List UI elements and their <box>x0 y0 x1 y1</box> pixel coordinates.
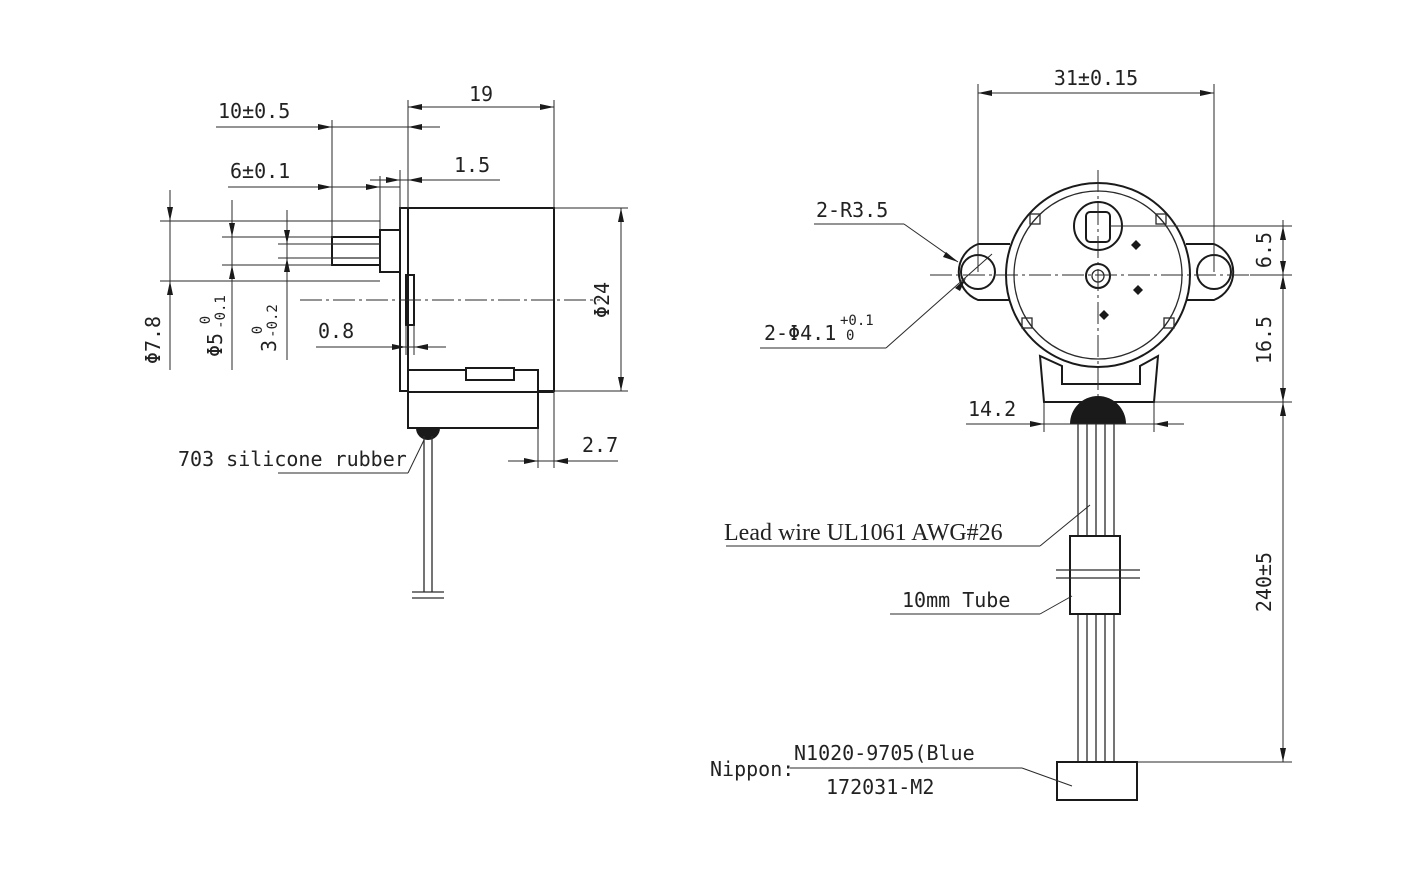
dim-offset: 2.7 <box>582 433 618 457</box>
shaft-tol-upper: 0 <box>198 316 214 324</box>
arrow <box>955 278 966 291</box>
arrow <box>366 184 380 190</box>
arrow <box>386 177 400 183</box>
dim-mount-hole: 2-Φ4.1 <box>764 321 836 345</box>
arrow <box>1280 226 1286 240</box>
arrow <box>978 90 992 96</box>
leader-line <box>1039 595 1073 615</box>
case-clip <box>1021 317 1033 329</box>
arrow <box>284 258 290 272</box>
case-clip <box>1155 213 1167 225</box>
dim-mount-spacing: 31±0.15 <box>1054 66 1138 90</box>
case-clip <box>1163 317 1175 329</box>
label-connector-maker: Nippon: <box>710 757 794 781</box>
arrow <box>618 208 624 222</box>
connector-housing <box>1056 761 1138 801</box>
dim-shaft-length: 10±0.5 <box>218 99 290 123</box>
leader-line <box>885 253 993 349</box>
arrow <box>1280 275 1286 289</box>
dim-overall-length: 19 <box>469 82 493 106</box>
arrow <box>167 207 173 221</box>
shaft-outline <box>331 236 381 266</box>
wire-exit-housing <box>1038 354 1160 403</box>
arrow <box>1280 748 1286 762</box>
rivet <box>1133 285 1143 295</box>
flat-tol-upper: 0 <box>250 326 266 334</box>
silicone-rubber-seal <box>416 428 440 440</box>
rivet <box>1099 310 1109 320</box>
arrow <box>1154 421 1168 427</box>
dim-center-to-bottom: 16.5 <box>1252 316 1276 364</box>
boss-outline <box>379 229 401 273</box>
arrow <box>229 223 235 237</box>
dim-shaft-offset: 6.5 <box>1252 232 1276 268</box>
label-connector-housing: 172031-M2 <box>826 775 934 799</box>
dim-flange-thickness: 0.8 <box>318 319 354 343</box>
arrow <box>1200 90 1214 96</box>
leader-line <box>1021 767 1073 787</box>
dim-mount-radius: 2-R3.5 <box>816 198 888 222</box>
mount-hole-tol-upper: +0.1 <box>840 313 874 329</box>
arrow <box>318 124 332 130</box>
label-lead-wire: Lead wire UL1061 AWG#26 <box>724 520 1003 546</box>
mount-hole-tol-lower: 0 <box>846 328 854 344</box>
housing-clip <box>465 367 515 381</box>
flat-tol-lower: -0.2 <box>265 304 281 338</box>
arrow <box>408 177 422 183</box>
leader-line <box>1039 504 1091 547</box>
wire-exit-seal <box>1070 396 1126 424</box>
arrow <box>408 104 422 110</box>
arrow <box>392 344 406 350</box>
mounting-ear-left <box>957 243 1010 301</box>
arrow <box>1280 402 1286 416</box>
dim-flat-length: 6±0.1 <box>230 159 290 183</box>
arrow <box>167 281 173 295</box>
arrow <box>414 344 428 350</box>
label-connector-part: N1020-9705(Blue <box>794 741 975 765</box>
arrow <box>943 252 958 262</box>
arrow <box>554 458 568 464</box>
mounting-ear-right <box>1186 243 1235 301</box>
front-view: 31±0.15 2-R3.5 2-Φ4.1 +0.1 0 6.5 16.5 14… <box>710 66 1292 801</box>
dim-boss-height: 1.5 <box>454 153 490 177</box>
arrow <box>284 230 290 244</box>
arrow <box>1030 421 1044 427</box>
arrow <box>618 377 624 391</box>
dim-lead-length: 240±5 <box>1252 552 1276 612</box>
side-view: 19 10±0.5 6±0.1 1.5 Φ24 Φ7.8 <box>141 82 628 599</box>
arrow <box>540 104 554 110</box>
leader-line <box>407 439 425 474</box>
dim-body-diameter: Φ24 <box>590 282 614 318</box>
rivet <box>1131 240 1141 250</box>
arrow <box>1280 261 1286 275</box>
dim-flat-width: 3 <box>257 340 281 352</box>
shaft-tol-lower: -0.1 <box>213 295 229 329</box>
arrow <box>408 124 422 130</box>
label-tube: 10mm Tube <box>902 588 1010 612</box>
tube-sleeve <box>1069 535 1121 615</box>
arrow <box>1280 388 1286 402</box>
dim-wire-exit-width: 14.2 <box>968 397 1016 421</box>
dim-shaft-diameter: Φ5 <box>203 333 227 357</box>
arrow <box>318 184 332 190</box>
arrow <box>524 458 538 464</box>
label-rubber: 703 silicone rubber <box>178 447 407 471</box>
arrow <box>229 265 235 279</box>
case-clip <box>1029 213 1041 225</box>
dim-boss-diameter: Φ7.8 <box>141 316 165 364</box>
